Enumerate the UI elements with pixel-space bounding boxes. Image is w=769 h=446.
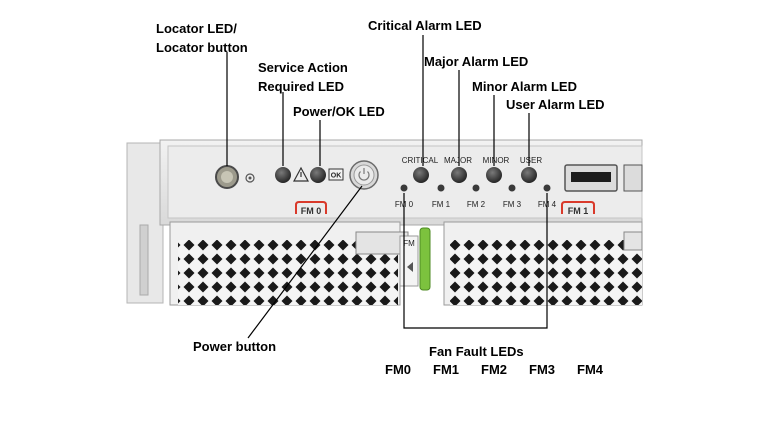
ok-label: OK (331, 173, 342, 180)
fan-bay-right (443, 221, 643, 306)
fan-fault-callout: Fan Fault LEDs (429, 344, 524, 359)
power-button-leader (247, 185, 363, 339)
fm-tab-label: FM (403, 239, 415, 248)
major-alarm-led (451, 167, 467, 183)
warning-triangle-icon (292, 166, 310, 182)
power-ok-callout: Power/OK LED (293, 104, 385, 119)
locator-callout: Locator LED/ Locator button (156, 19, 248, 57)
fan-legend-fm1: FM1 (433, 362, 459, 377)
fan-bay-left (169, 221, 409, 306)
minor-alarm-callout: Minor Alarm LED (472, 79, 577, 94)
service-action-callout: Service Action Required LED (258, 58, 348, 96)
fan-legend-fm0: FM0 (385, 362, 411, 377)
locator-callout-line1: Locator LED/ (156, 21, 237, 36)
minor-alarm-led (486, 167, 502, 183)
critical-alarm-callout: Critical Alarm LED (368, 18, 482, 33)
locator-callout-line2: Locator button (156, 40, 248, 55)
fm0-tag: FM 0 (295, 201, 327, 216)
ok-box (328, 168, 344, 181)
power-ok-led (310, 167, 326, 183)
service-action-led (275, 167, 291, 183)
power-button[interactable] (349, 160, 379, 190)
fm1-tag-label: FM 1 (568, 206, 589, 216)
critical-panel-label: CRITICAL (402, 156, 439, 165)
critical-alarm-led (413, 167, 429, 183)
fan-legend-fm3: FM3 (529, 362, 555, 377)
fan-legend-fm4: FM4 (577, 362, 603, 377)
fan-fault-bracket (403, 193, 548, 329)
fan-latch-green[interactable] (419, 227, 431, 291)
leader-lines (226, 35, 548, 339)
fm1-small-label: FM 1 (432, 200, 451, 209)
arrow-left-icon (407, 262, 413, 272)
fan-fault-led-fm1 (437, 184, 445, 192)
front-panel (159, 139, 643, 226)
power-icon (358, 168, 370, 181)
user-alarm-callout: User Alarm LED (506, 97, 605, 112)
locator-button[interactable] (215, 165, 239, 189)
power-button-callout: Power button (193, 339, 277, 354)
usb-port-icon (564, 164, 643, 192)
service-callout-line1: Service Action (258, 60, 348, 75)
fm0-tag-label: FM 0 (301, 206, 322, 216)
rack-ear (126, 142, 164, 304)
fm1-tag: FM 1 (561, 201, 595, 216)
user-alarm-led (521, 167, 537, 183)
fan-fault-led-fm3 (508, 184, 516, 192)
fm2-small-label: FM 2 (467, 200, 486, 209)
fan-fault-led-fm4 (543, 184, 551, 192)
fm3-small-label: FM 3 (503, 200, 522, 209)
fan-fault-led-fm0 (400, 184, 408, 192)
user-panel-label: USER (520, 156, 542, 165)
major-alarm-callout: Major Alarm LED (424, 54, 529, 69)
fan-legend-fm2: FM2 (481, 362, 507, 377)
locator-icon (245, 173, 255, 183)
fan-fault-led-fm2 (472, 184, 480, 192)
minor-panel-label: MINOR (483, 156, 510, 165)
service-callout-line2: Required LED (258, 79, 344, 94)
major-panel-label: MAJOR (444, 156, 472, 165)
